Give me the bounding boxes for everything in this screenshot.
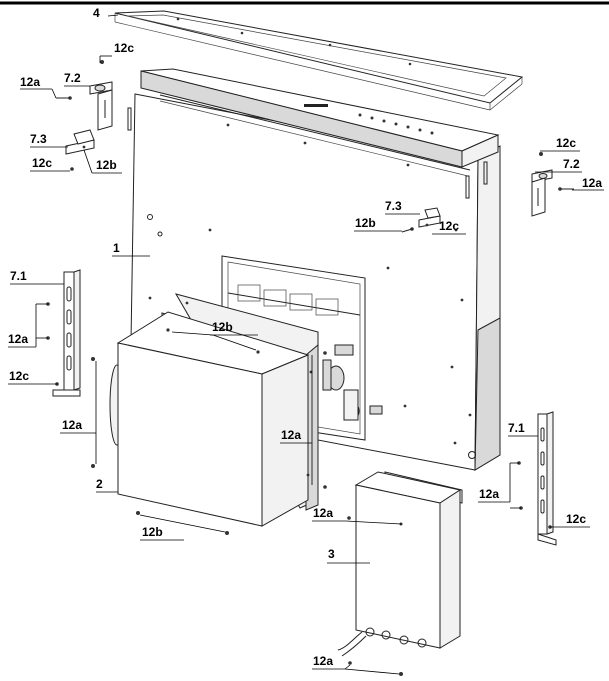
part-2-fan-box — [109, 293, 319, 527]
callout-12a-2: 12a — [582, 176, 602, 190]
bracket-7-1-right — [537, 411, 557, 546]
bracket-7-1-left — [52, 269, 81, 397]
callout-12c-1: 12c — [114, 41, 134, 55]
bracket-7-3-right — [418, 207, 441, 228]
callout-labels: 4 1 2 3 7.1 7.1 7.2 7.2 7.3 7.3 12a 12a … — [8, 6, 602, 668]
callout-12c-5: 12c — [9, 369, 29, 383]
callout-7-2-right: 7.2 — [563, 157, 580, 171]
callout-12c-2: 12c — [32, 156, 52, 170]
part-3-control-box — [337, 471, 463, 657]
callout-12a-8: 12a — [313, 654, 333, 668]
screws — [46, 60, 574, 676]
callout-12c-4: 12c — [439, 219, 459, 233]
bracket-7-2-right — [531, 169, 553, 217]
callout-7-1-left: 7.1 — [10, 269, 27, 283]
callout-12a-4: 12a — [62, 418, 82, 432]
callout-12b-1: 12b — [96, 158, 117, 172]
callout-12b-2: 12b — [355, 216, 376, 230]
callout-7-3-right: 7.3 — [385, 199, 402, 213]
callout-3: 3 — [328, 547, 335, 561]
callout-12a-5: 12a — [281, 428, 301, 442]
callout-7-3-left: 7.3 — [30, 132, 47, 146]
callout-12a-6: 12a — [313, 506, 333, 520]
bracket-7-3-left — [65, 129, 95, 155]
callout-4: 4 — [93, 6, 100, 20]
callout-12c-6: 12c — [566, 512, 586, 526]
part-4-top-trim-frame — [114, 10, 524, 111]
callout-7-1-right: 7.1 — [508, 421, 525, 435]
callout-1: 1 — [113, 241, 120, 255]
callout-12a-7: 12a — [479, 487, 499, 501]
callout-12b-3: 12b — [212, 320, 233, 334]
callout-7-2-left: 7.2 — [64, 71, 81, 85]
callout-12c-3: 12c — [556, 136, 576, 150]
callout-12a-1: 12a — [20, 75, 40, 89]
callout-2: 2 — [96, 477, 103, 491]
bracket-7-2-left — [89, 81, 113, 131]
callout-12a-3: 12a — [8, 332, 28, 346]
callout-12b-4: 12b — [142, 525, 163, 539]
leader-lines — [8, 14, 604, 675]
